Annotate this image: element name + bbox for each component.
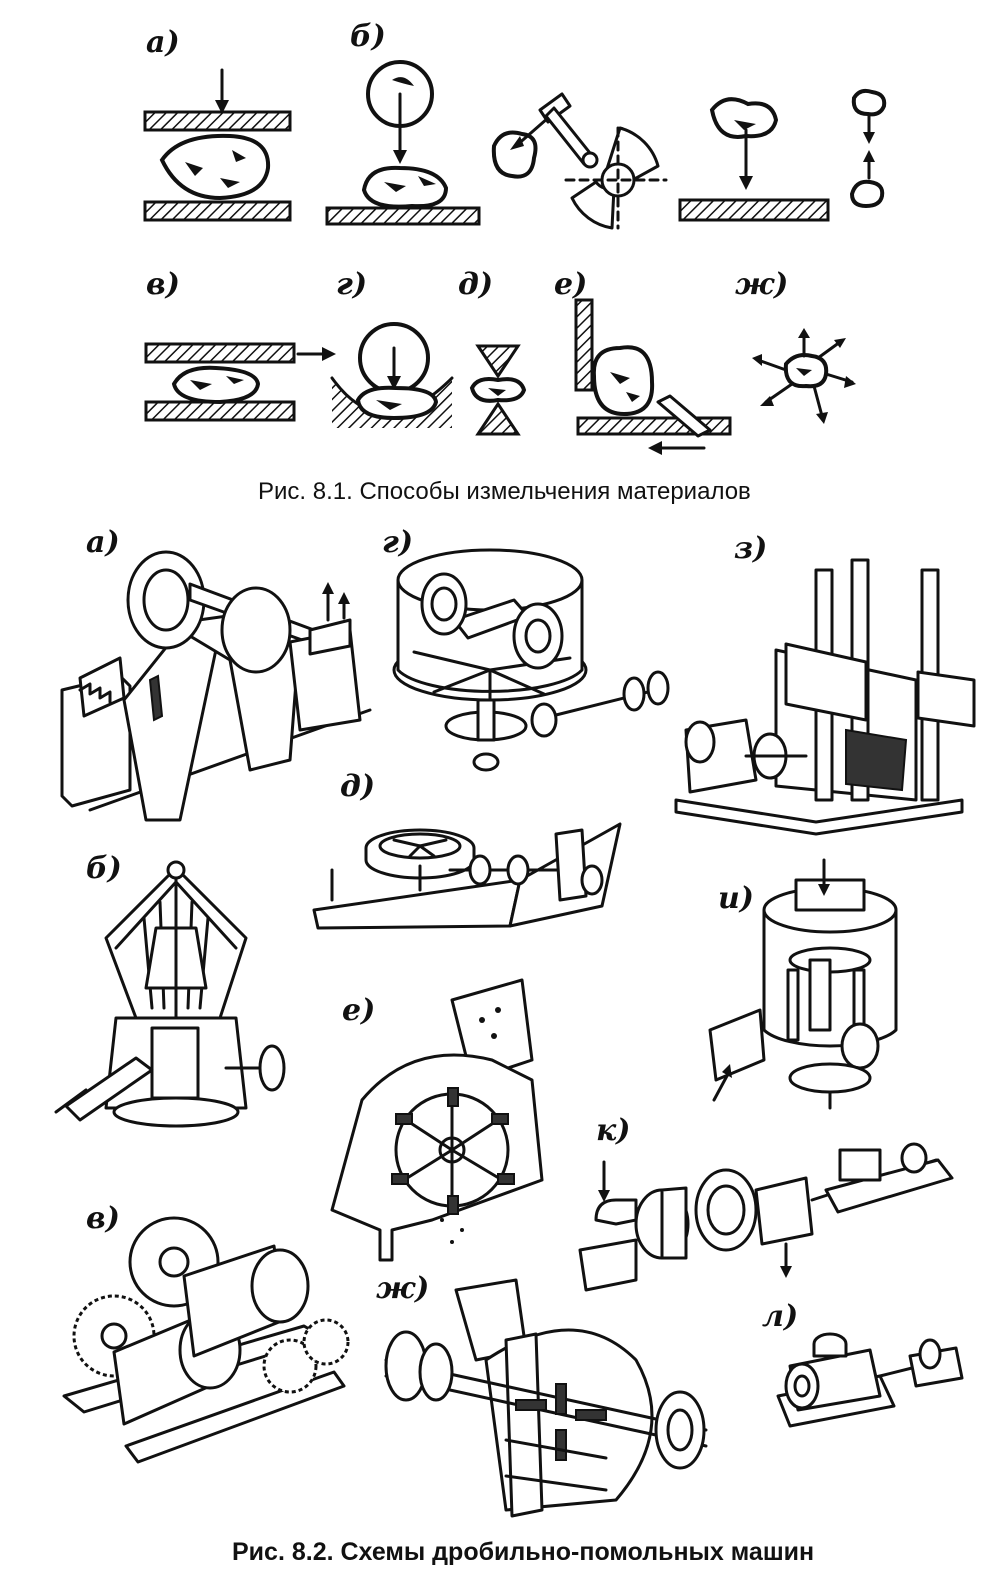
fig2-label-v: в) bbox=[86, 1201, 120, 1236]
attrition-icon bbox=[144, 342, 336, 422]
fig2-label-a: а) bbox=[86, 525, 120, 560]
fig2-label-zh: ж) bbox=[376, 1271, 430, 1306]
fig2-label-i: и) bbox=[718, 881, 755, 916]
figure-caption-8-2: Рис. 8.2. Схемы дробильно-помольных маши… bbox=[232, 1538, 815, 1566]
cone-crusher-icon bbox=[54, 860, 286, 1128]
hammer-crusher-icon bbox=[330, 978, 544, 1262]
fig1-label-e: е) bbox=[554, 267, 588, 302]
fig1-label-zh: ж) bbox=[735, 267, 789, 302]
collision-icon bbox=[849, 88, 887, 209]
disc-mill-icon bbox=[312, 822, 622, 930]
fig1-label-d: д) bbox=[458, 267, 494, 302]
fig1-label-b: б) bbox=[350, 19, 386, 54]
fig2-label-k: к) bbox=[596, 1113, 631, 1148]
fig2-label-b: б) bbox=[86, 851, 122, 886]
runner-mill-icon bbox=[392, 548, 670, 772]
splitting-icon bbox=[469, 344, 527, 436]
jaw-crusher-icon bbox=[60, 550, 372, 822]
fig1-label-g: г) bbox=[336, 267, 368, 302]
impact-icon bbox=[325, 60, 481, 226]
ball-mill-icon bbox=[776, 1332, 964, 1428]
free-fall-impact-icon bbox=[678, 97, 830, 222]
fig2-label-l: л) bbox=[762, 1299, 799, 1334]
fig2-label-e: е) bbox=[342, 993, 376, 1028]
breaking-icon bbox=[574, 298, 732, 455]
fig2-label-d: д) bbox=[340, 769, 376, 804]
hammer-frame-crusher-icon bbox=[674, 558, 976, 836]
colloid-mill-icon bbox=[578, 1142, 954, 1292]
fig1-label-v: в) bbox=[146, 267, 180, 302]
figure-caption-8-1: Рис. 8.1. Способы измельчения материалов bbox=[258, 478, 751, 505]
crushing-icon bbox=[330, 322, 454, 428]
explosion-icon bbox=[752, 328, 856, 424]
rotor-crusher-icon bbox=[384, 1278, 708, 1518]
hammer-pendulum-icon bbox=[491, 92, 668, 230]
compression-icon bbox=[143, 68, 292, 222]
fig2-label-z: з) bbox=[734, 531, 768, 566]
fig1-label-a: а) bbox=[146, 25, 180, 60]
roll-crusher-icon bbox=[62, 1216, 350, 1464]
ring-roller-mill-icon bbox=[708, 858, 898, 1110]
fig2-label-g: г) bbox=[382, 525, 414, 560]
